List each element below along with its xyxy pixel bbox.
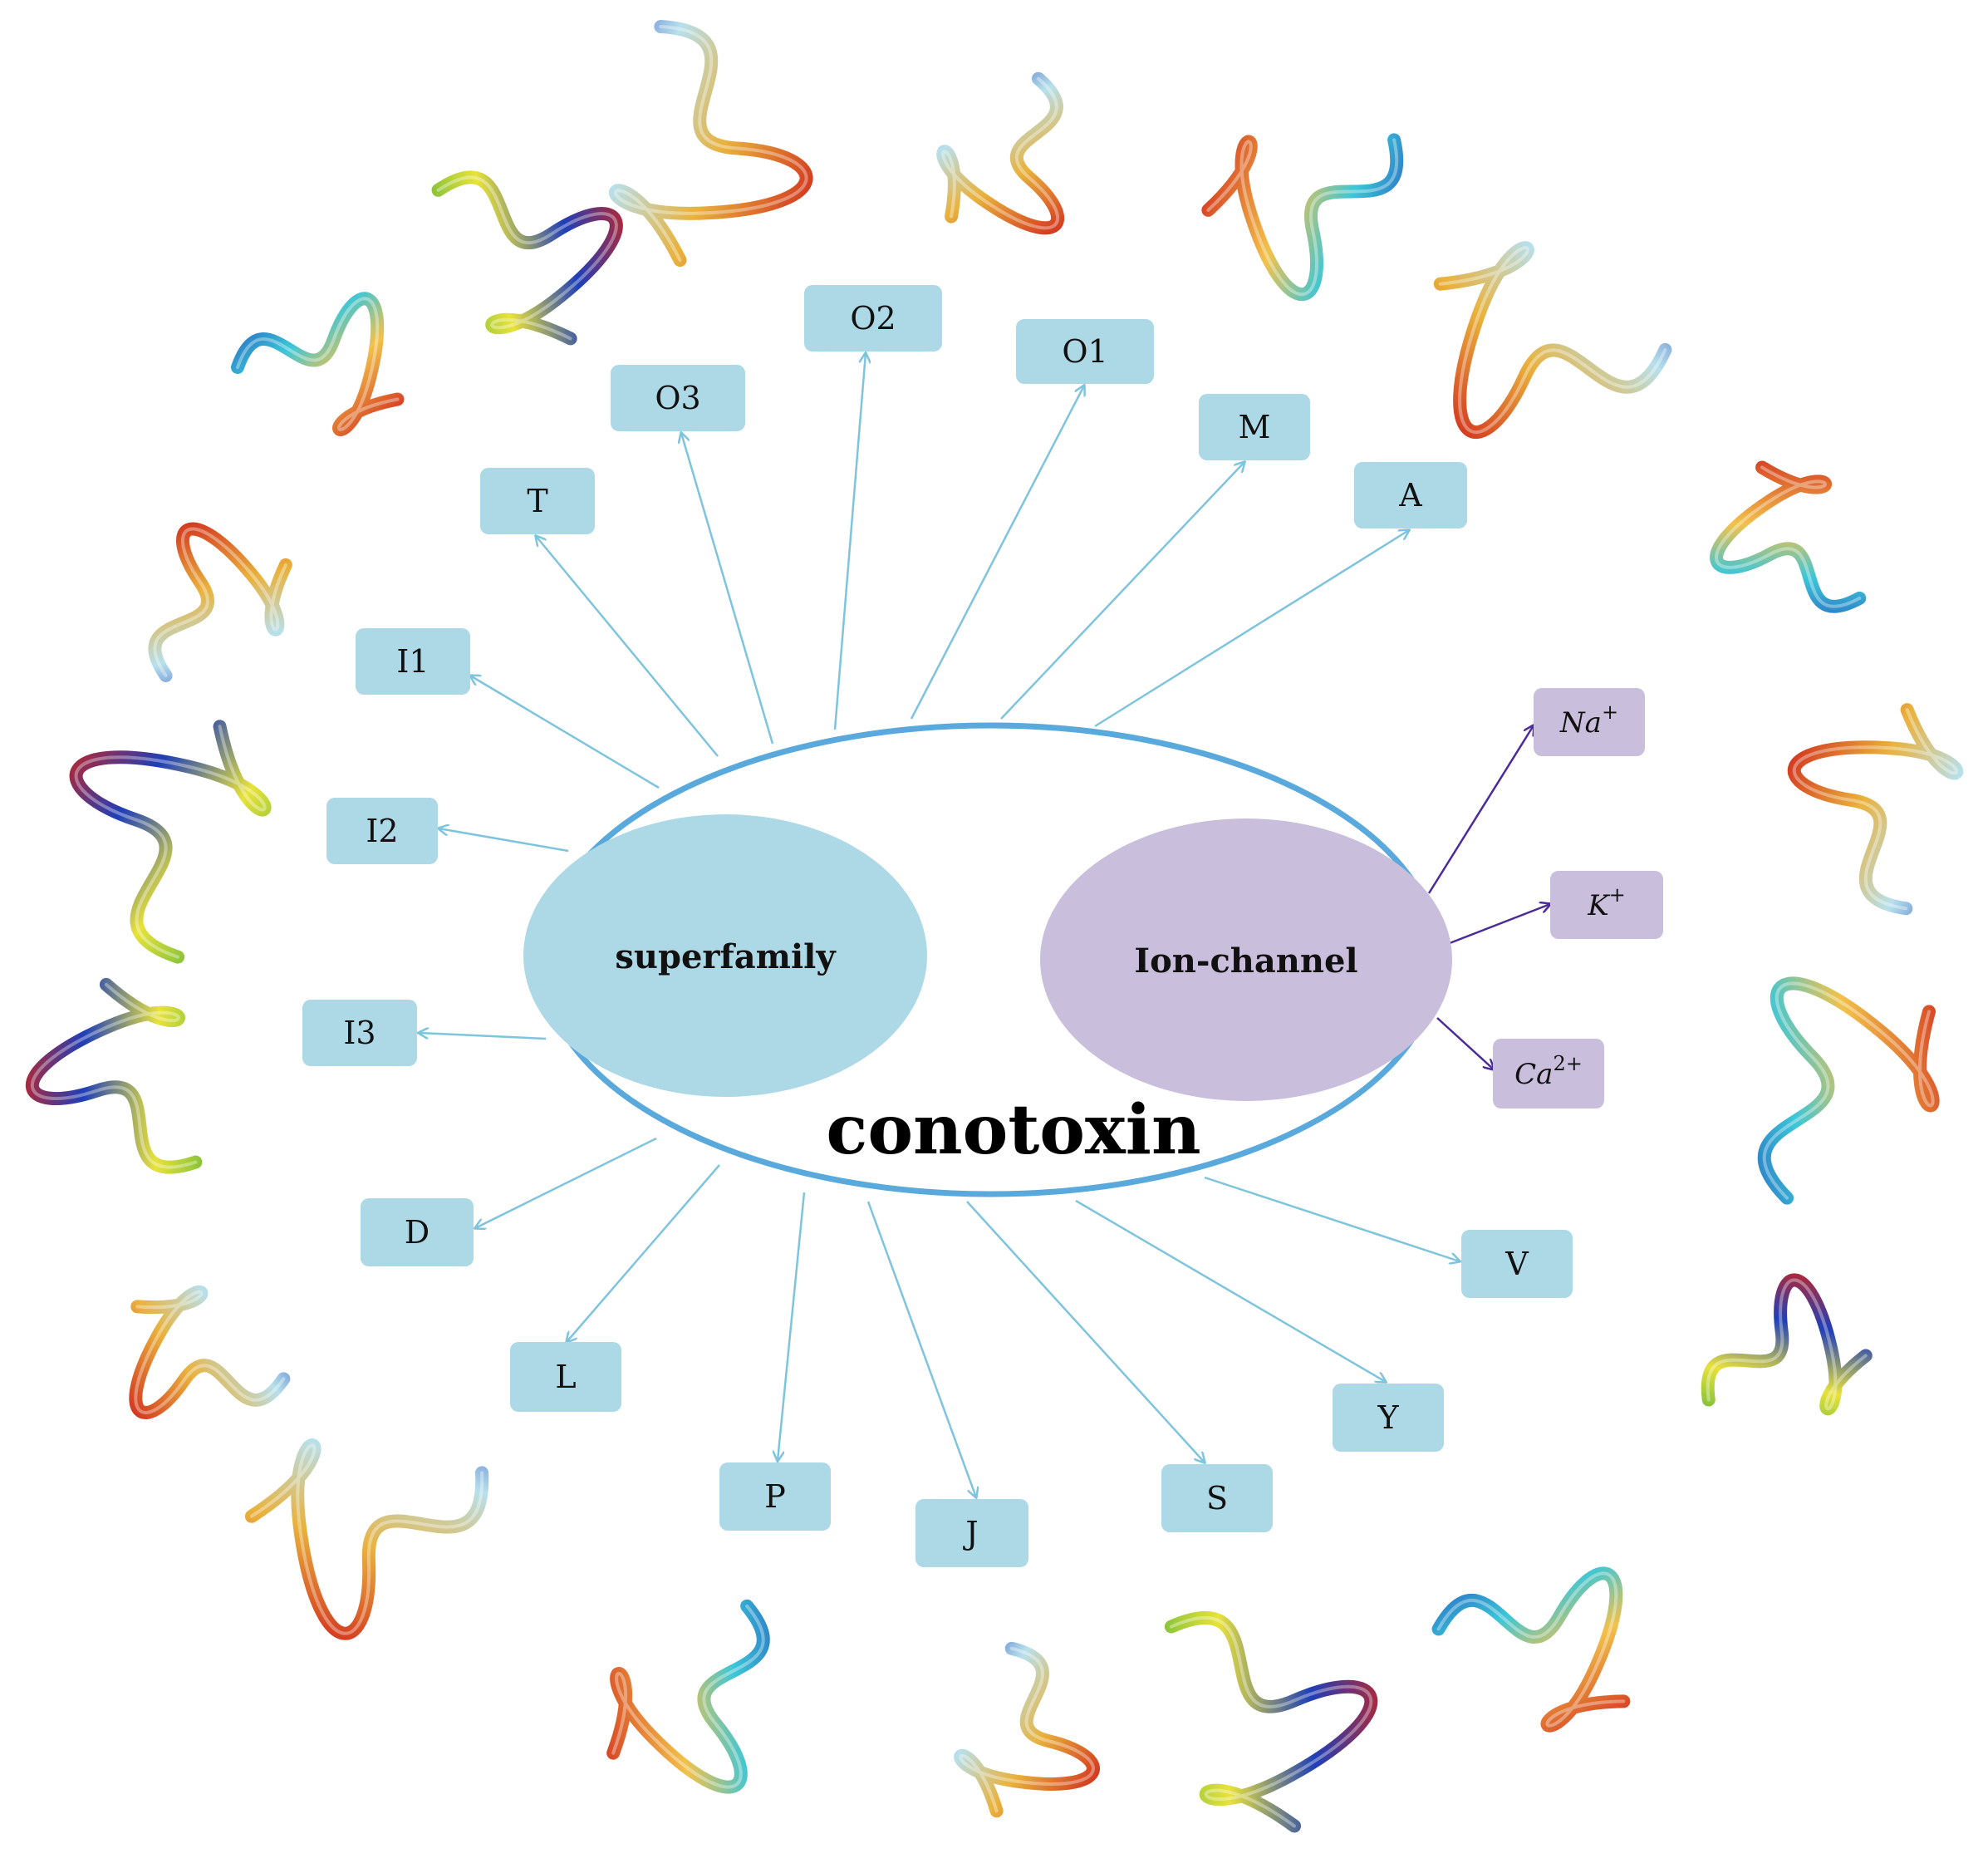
ion-box-na: Na+ (1534, 688, 1645, 756)
superfamily-label-o3: O3 (655, 380, 700, 416)
superfamily-box-i2: I2 (326, 798, 438, 864)
arrow-to-m (1000, 462, 1244, 720)
arrow-to-o1 (910, 386, 1084, 720)
arrow-to-ca (1436, 1017, 1494, 1069)
superfamily-box-o1: O1 (1016, 319, 1154, 384)
arrow-to-v (1204, 1176, 1460, 1261)
protein-ribbon-icon (1757, 976, 1940, 1205)
superfamily-box-l: L (510, 1342, 621, 1412)
superfamily-box-d: D (361, 1198, 474, 1266)
superfamily-box-p: P (719, 1462, 831, 1531)
protein-ribbon-icon (954, 1641, 1100, 1818)
arrow-to-na (1427, 725, 1534, 894)
protein-ribbon-icon (606, 1599, 770, 1794)
superfamily-box-o2: O2 (804, 285, 942, 351)
superfamily-label-i3: I3 (343, 1015, 376, 1051)
superfamily-label-y: Y (1377, 1399, 1399, 1436)
arrow-to-o3 (681, 433, 774, 745)
protein-ribbon-icon (25, 977, 203, 1174)
ion-channel-ellipse (1040, 818, 1452, 1101)
arrow-to-k (1449, 904, 1550, 945)
superfamily-label-s: S (1206, 1480, 1228, 1517)
arrow-to-i1 (470, 676, 660, 789)
superfamily-label-i2: I2 (366, 813, 398, 849)
protein-ribbon-icon (936, 71, 1065, 235)
ion-box-ca: Ca2+ (1493, 1039, 1604, 1109)
ion-label-k: K+ (1587, 883, 1626, 922)
ion-label-na: Na+ (1559, 700, 1618, 740)
protein-ribbon-icon (608, 20, 813, 268)
arrow-to-a (1094, 530, 1409, 728)
superfamily-label-v: V (1504, 1246, 1529, 1282)
superfamily-label-m: M (1239, 409, 1271, 445)
superfamily-box-i1: I1 (356, 628, 470, 695)
arrow-to-t (536, 536, 719, 757)
superfamily-ellipse (523, 814, 927, 1097)
superfamily-label-o2: O2 (850, 300, 896, 337)
superfamily-box-o3: O3 (611, 365, 745, 431)
superfamily-label-i1: I1 (396, 643, 429, 680)
superfamily-label-p: P (764, 1478, 786, 1515)
arrow-to-i3 (419, 1033, 547, 1040)
protein-ribbon-icon (1201, 133, 1404, 302)
superfamily-label-o1: O1 (1062, 333, 1107, 370)
protein-ribbon-icon (1164, 1610, 1378, 1833)
protein-ribbon-icon (69, 720, 272, 964)
superfamily-box-a: A (1354, 462, 1467, 528)
arrow-to-p (778, 1192, 806, 1461)
superfamily-label-l: L (555, 1359, 576, 1395)
superfamily-box-m: M (1199, 394, 1310, 460)
superfamily-label-d: D (405, 1214, 430, 1251)
protein-ribbon-icon (1701, 1273, 1873, 1416)
arrow-to-y (1075, 1199, 1386, 1382)
superfamily-label-j: J (962, 1515, 978, 1551)
superfamily-box-s: S (1161, 1464, 1273, 1532)
protein-ribbon-icon (231, 292, 405, 436)
ion-box-k: K+ (1550, 871, 1663, 939)
protein-ribbon-icon (431, 170, 623, 346)
arrow-to-i2 (439, 828, 569, 853)
ion-channel-label: Ion-channel (1134, 941, 1357, 981)
ion-label-ca: Ca2+ (1514, 1052, 1583, 1091)
arrow-to-o2 (833, 353, 866, 730)
superfamily-box-j: J (915, 1499, 1028, 1567)
superfamily-label: superfamily (615, 937, 837, 976)
superfamily-box-i3: I3 (302, 1000, 417, 1066)
protein-ribbon-icon (148, 522, 292, 683)
protein-ribbon-icon (244, 1438, 489, 1640)
protein-ribbon-icon (1433, 241, 1672, 440)
protein-ribbon-icon (1431, 1566, 1631, 1733)
protein-ribbon-icon (129, 1285, 291, 1419)
superfamily-box-v: V (1461, 1230, 1573, 1298)
protein-ribbon-icon (1710, 460, 1867, 613)
superfamily-label-t: T (527, 483, 547, 519)
arrow-to-j (866, 1201, 976, 1497)
arrow-to-l (567, 1164, 720, 1342)
superfamily-label-a: A (1398, 477, 1422, 514)
arrow-to-s (966, 1201, 1205, 1462)
conotoxin-title: conotoxin (826, 1090, 1200, 1170)
superfamily-box-y: Y (1333, 1384, 1444, 1452)
protein-ribbon-icon (1787, 703, 1964, 916)
superfamily-box-t: T (480, 468, 595, 534)
arrow-to-d (475, 1137, 657, 1228)
